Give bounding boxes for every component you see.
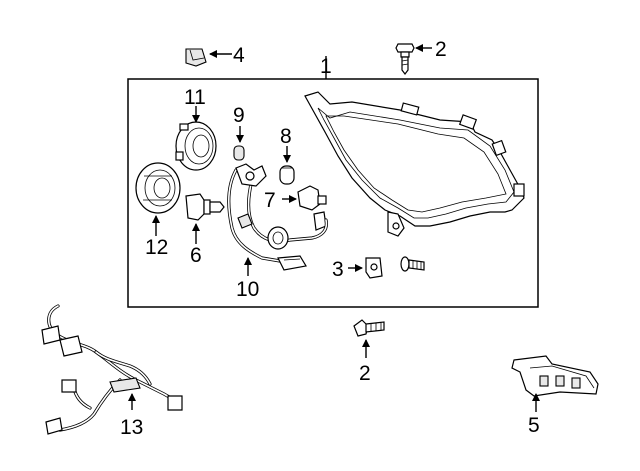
bulb-part-7[interactable]: 7 — [264, 185, 327, 231]
bolt-bottom[interactable]: 2 — [353, 319, 385, 385]
bulb-part-9[interactable]: 9 — [233, 104, 245, 161]
headlamp-housing[interactable] — [304, 91, 525, 237]
callout-5-label: 5 — [528, 414, 540, 437]
callout-6-label: 6 — [190, 244, 202, 267]
callout-2-bottom-label: 2 — [359, 362, 371, 385]
bolt-inside[interactable] — [400, 256, 425, 272]
callout-4-label: 4 — [233, 44, 245, 67]
callout-12-label: 12 — [145, 236, 168, 259]
bracket-part-5[interactable]: 5 — [511, 355, 599, 437]
harness-part-13[interactable]: 13 — [41, 304, 183, 439]
callout-1[interactable]: 1 — [320, 55, 332, 79]
callout-9-label: 9 — [233, 104, 245, 127]
callout-10-label: 10 — [236, 278, 259, 301]
assembly-frame — [127, 78, 539, 308]
socket-part-12[interactable]: 12 — [135, 162, 181, 259]
callout-13-label: 13 — [120, 416, 143, 439]
bulb-part-6[interactable]: 6 — [185, 193, 225, 267]
cap-part-11[interactable]: 11 — [175, 86, 217, 171]
bolt-top[interactable]: 2 — [395, 38, 447, 75]
clip-part-4[interactable]: 4 — [185, 44, 245, 67]
callout-2-top-label: 2 — [435, 38, 447, 61]
callout-8-label: 8 — [280, 125, 292, 148]
bulb-part-8[interactable]: 8 — [279, 125, 295, 185]
harness-part-10[interactable]: 10 — [227, 163, 328, 301]
callout-11-label: 11 — [184, 86, 206, 109]
callout-3-label: 3 — [332, 258, 344, 281]
callout-7-label: 7 — [264, 189, 276, 212]
nut-part-3[interactable]: 3 — [332, 257, 383, 281]
